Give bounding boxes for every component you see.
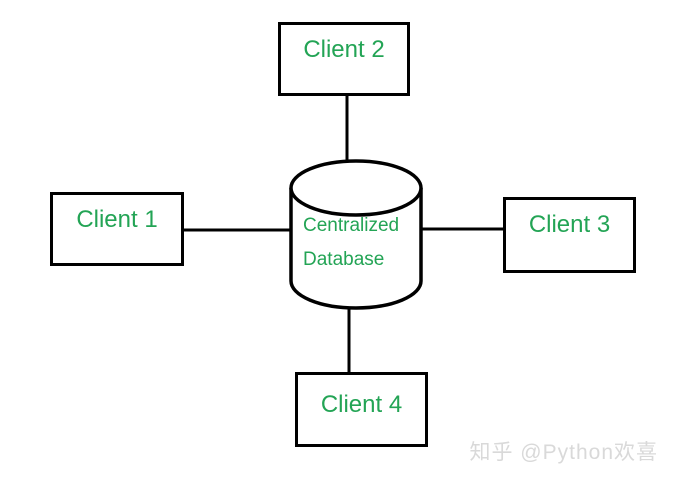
- watermark-text: 知乎 @Python欢喜: [469, 441, 658, 464]
- database-cylinder: [289, 159, 423, 310]
- client-3-node: Client 3: [503, 197, 636, 273]
- client-1-label: Client 1: [76, 206, 158, 233]
- client-2-label: Client 2: [303, 36, 385, 63]
- client-2-node: Client 2: [278, 22, 410, 96]
- client-3-label: Client 3: [528, 211, 611, 238]
- client-1-node: Client 1: [50, 192, 184, 266]
- database-label: Centralized Database: [303, 215, 400, 270]
- client-4-node: Client 4: [295, 372, 428, 447]
- cylinder-top-ellipse: [289, 159, 423, 217]
- client-4-label: Client 4: [320, 391, 403, 418]
- cylinder-body: [289, 188, 423, 310]
